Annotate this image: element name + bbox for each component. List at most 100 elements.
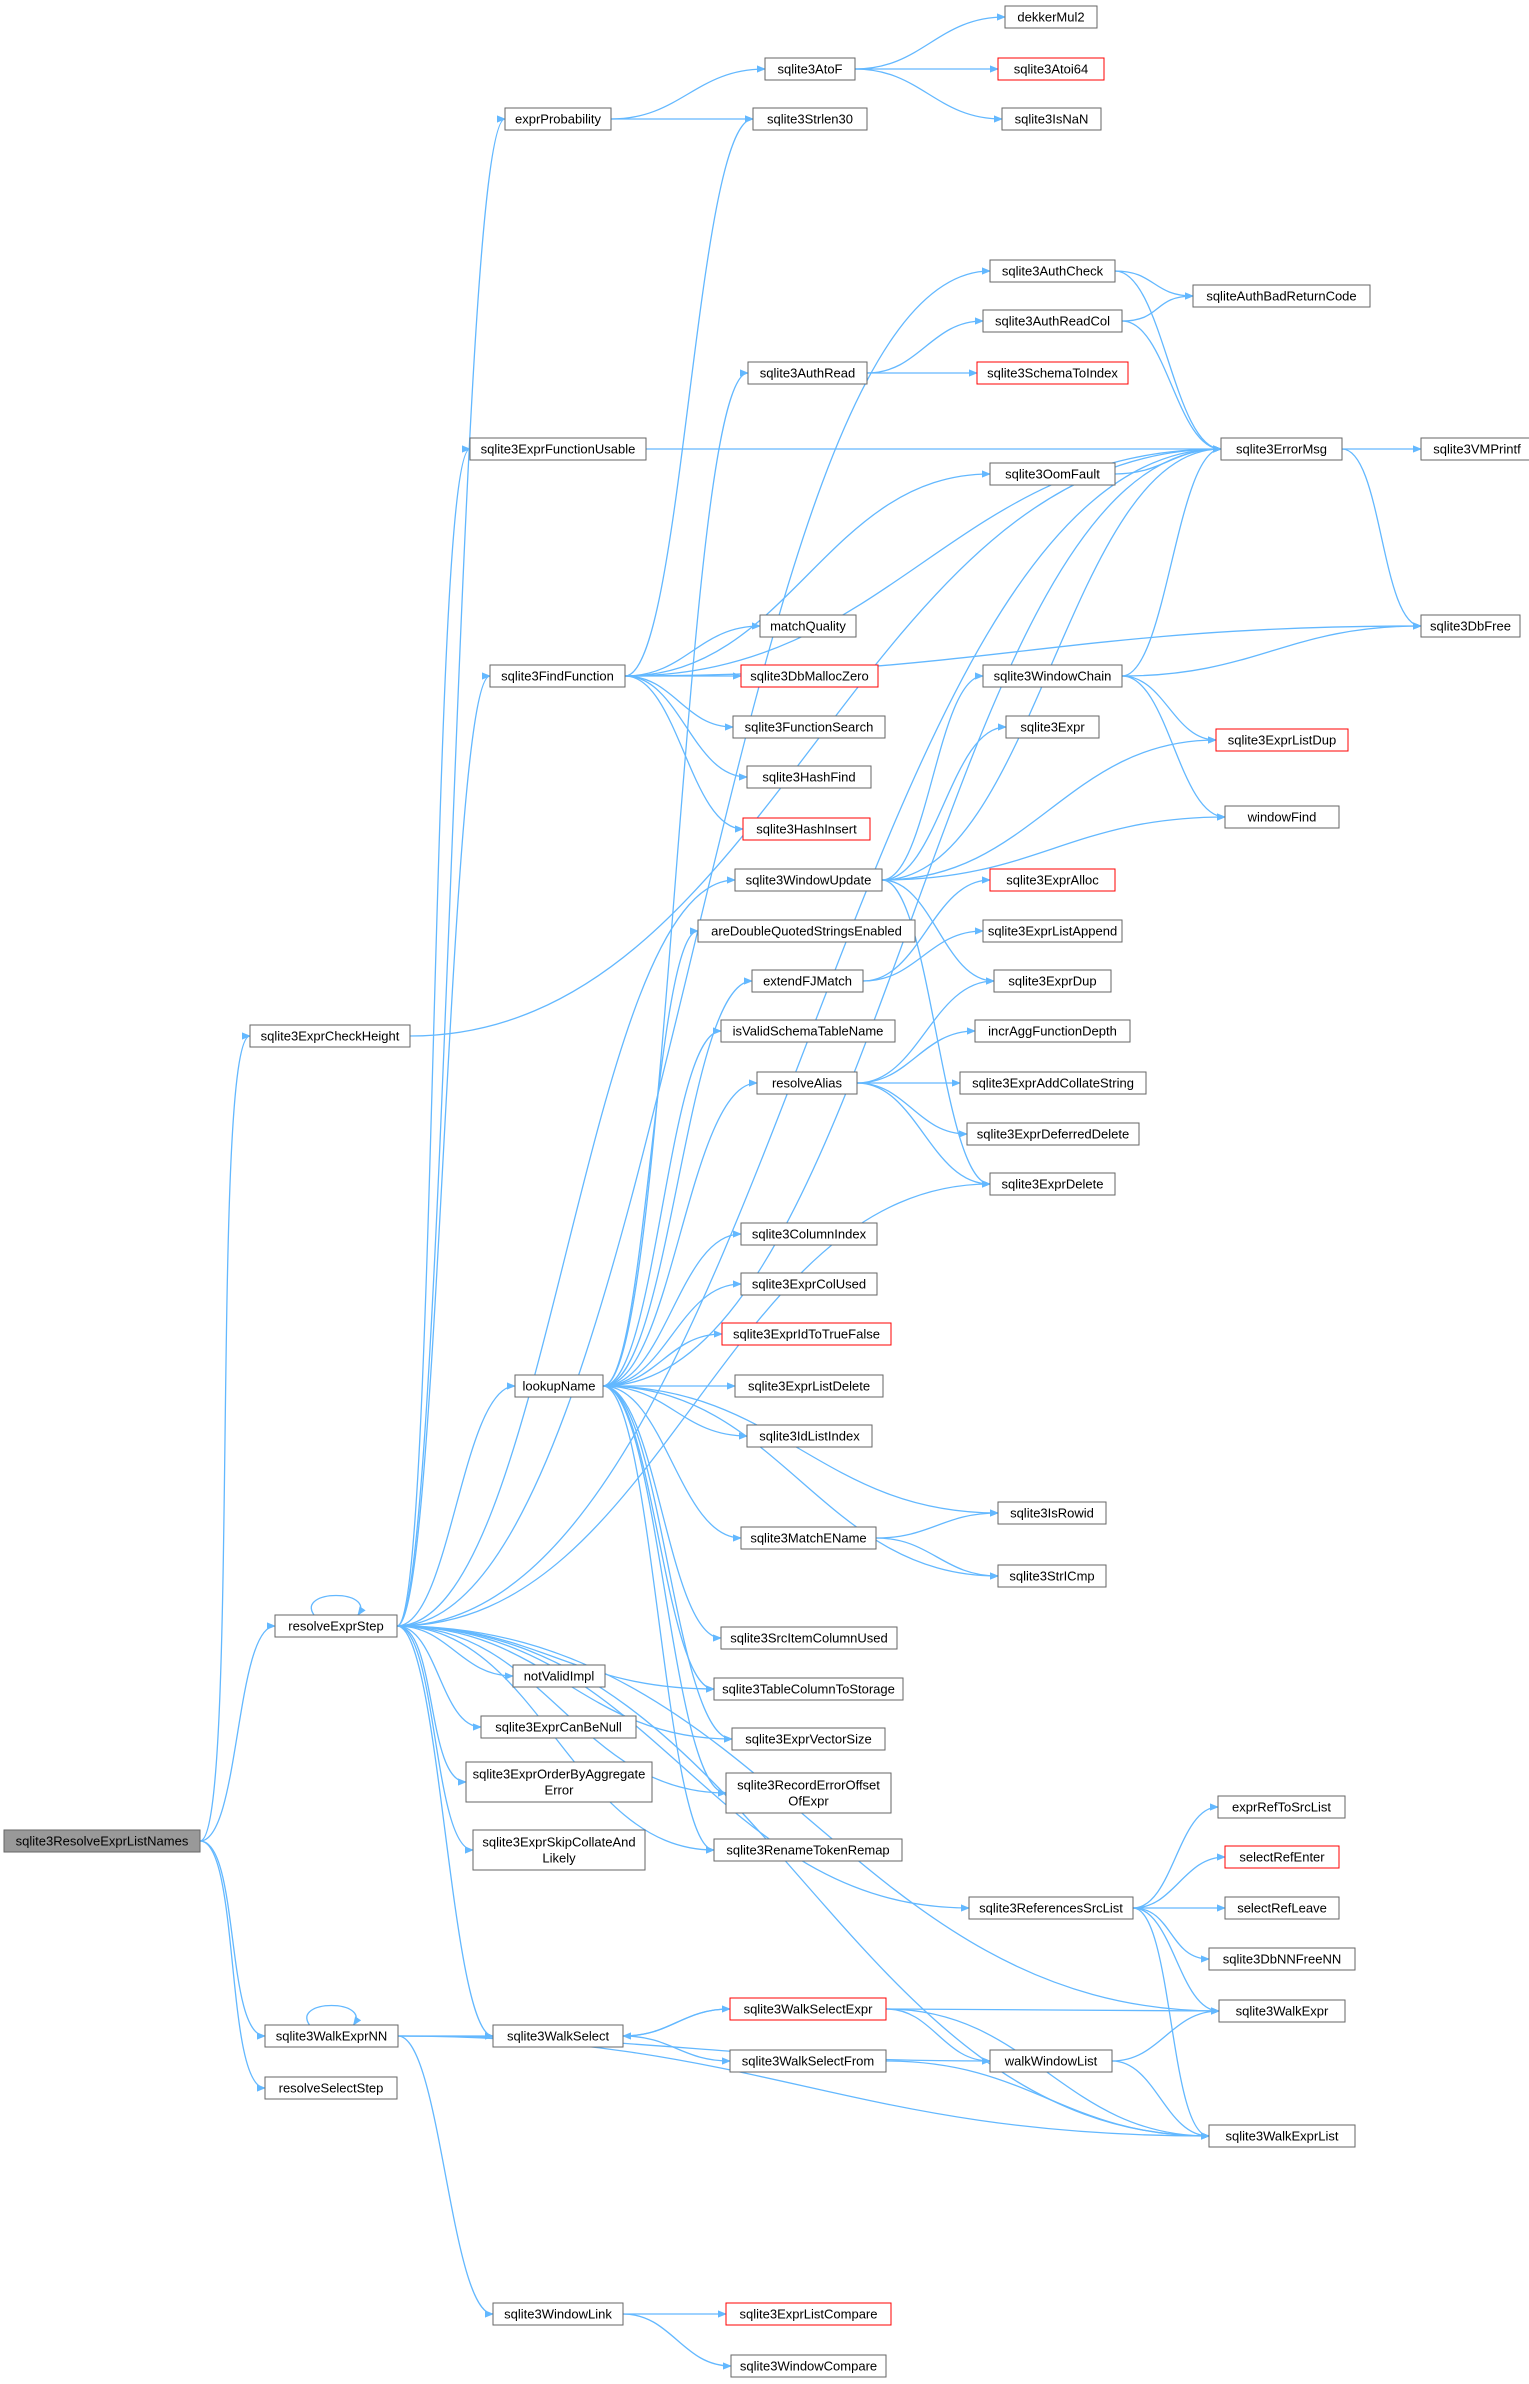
node-label: sqlite3WalkExprList [1226,2129,1339,2144]
node-checkHeight[interactable]: sqlite3ExprCheckHeight [249,1024,411,1048]
node-isRowid[interactable]: sqlite3IsRowid [997,1501,1107,1525]
node-walkExprNN[interactable]: sqlite3WalkExprNN [264,2024,399,2048]
node-exprListDelete[interactable]: sqlite3ExprListDelete [734,1374,884,1398]
node-incrAgg[interactable]: incrAggFunctionDepth [974,1019,1131,1043]
edge-windowUpdate-to-exprDelete [881,879,991,1188]
node-label: sqlite3ReferencesSrcList [979,1901,1123,1916]
node-extendFJMatch[interactable]: extendFJMatch [751,969,864,993]
node-label: sqlite3SrcItemColumnUsed [730,1631,888,1646]
node-exprDelete[interactable]: sqlite3ExprDelete [989,1172,1116,1196]
node-resolveExprStep[interactable]: resolveExprStep [274,1614,398,1638]
node-deferredDelete[interactable]: sqlite3ExprDeferredDelete [966,1122,1140,1146]
node-walkExpr[interactable]: sqlite3WalkExpr [1218,1999,1346,2023]
node-label: sqlite3WindowChain [994,669,1112,684]
node-errorMsg[interactable]: sqlite3ErrorMsg [1220,437,1343,461]
node-box [274,1614,398,1638]
node-atoi64[interactable]: sqlite3Atoi64 [997,57,1105,81]
node-notValidImpl[interactable]: notValidImpl [512,1664,606,1688]
node-label: OfExpr [788,1794,829,1809]
node-windowChain[interactable]: sqlite3WindowChain [982,664,1123,688]
node-box [764,57,856,81]
node-matchQuality[interactable]: matchQuality [759,614,857,638]
node-authReadCol[interactable]: sqlite3AuthReadCol [982,309,1123,333]
node-walkExprList[interactable]: sqlite3WalkExprList [1208,2124,1356,2148]
node-windowFind[interactable]: windowFind [1224,805,1340,829]
node-exprColUsed[interactable]: sqlite3ExprColUsed [740,1272,878,1296]
node-isValidSchema[interactable]: isValidSchemaTableName [720,1019,896,1043]
node-box [264,2076,398,2100]
node-label: resolveAlias [772,1076,843,1091]
node-windowCompare[interactable]: sqlite3WindowCompare [730,2354,887,2378]
node-exprDup[interactable]: sqlite3ExprDup [993,969,1112,993]
node-exprListCompare[interactable]: sqlite3ExprListCompare [725,2302,892,2326]
node-tableColToStorage[interactable]: sqlite3TableColumnToStorage [713,1677,904,1701]
node-srcItemColUsed[interactable]: sqlite3SrcItemColumnUsed [720,1626,898,1650]
node-vectorSize[interactable]: sqlite3ExprVectorSize [731,1727,886,1751]
node-authRead[interactable]: sqlite3AuthRead [747,361,868,385]
node-windowLink[interactable]: sqlite3WindowLink [492,2302,624,2326]
node-schemaToIndex[interactable]: sqlite3SchemaToIndex [976,361,1129,385]
node-label: sqlite3ExprListDup [1228,733,1336,748]
node-findFunction[interactable]: sqlite3FindFunction [489,664,626,688]
node-walkSelect[interactable]: sqlite3WalkSelect [492,2024,624,2048]
node-dekkerMul2[interactable]: dekkerMul2 [1004,5,1098,29]
node-functionSearch[interactable]: sqlite3FunctionSearch [732,715,886,739]
node-selectRefLeave[interactable]: selectRefLeave [1224,1896,1340,1920]
node-hashInsert[interactable]: sqlite3HashInsert [742,817,871,841]
node-selectRefEnter[interactable]: selectRefEnter [1224,1845,1340,1869]
node-resolveSelectStep[interactable]: resolveSelectStep [264,2076,398,2100]
node-strICmp[interactable]: sqlite3StrICmp [997,1564,1107,1588]
node-funcUsable[interactable]: sqlite3ExprFunctionUsable [469,437,647,461]
node-exprListDup[interactable]: sqlite3ExprListDup [1215,728,1349,752]
node-box [1208,2124,1356,2148]
node-walkWindowList[interactable]: walkWindowList [989,2049,1113,2073]
node-authBadReturn[interactable]: sqliteAuthBadReturnCode [1192,284,1371,308]
edge-lookupName-to-authRead [602,369,749,1387]
node-label: sqlite3WalkExpr [1236,2004,1329,2019]
node-atoF[interactable]: sqlite3AtoF [764,57,856,81]
node-dbNNFreeNN[interactable]: sqlite3DbNNFreeNN [1208,1947,1356,1971]
node-label: sqlite3IsNaN [1015,112,1089,127]
node-oomFault[interactable]: sqlite3OomFault [989,462,1116,486]
node-exprAlloc[interactable]: sqlite3ExprAlloc [989,868,1116,892]
node-box [1218,1999,1346,2023]
node-dbFree[interactable]: sqlite3DbFree [1420,614,1521,638]
node-exprProbability[interactable]: exprProbability [504,107,612,131]
node-idListIndex[interactable]: sqlite3IdListIndex [746,1424,873,1448]
node-hashFind[interactable]: sqlite3HashFind [746,765,872,789]
node-box [480,1715,637,1739]
node-label: selectRefEnter [1239,1850,1325,1865]
node-sqlite3Expr[interactable]: sqlite3Expr [1005,715,1100,739]
node-walkSelectExpr[interactable]: sqlite3WalkSelectExpr [729,1997,887,2021]
node-idToTrueFalse[interactable]: sqlite3ExprIdToTrueFalse [721,1322,892,1346]
node-root[interactable]: sqlite3ResolveExprListNames [3,1829,201,1853]
node-walkSelectFrom[interactable]: sqlite3WalkSelectFrom [729,2049,887,2073]
node-resolveAlias[interactable]: resolveAlias [756,1071,858,1095]
node-dbMallocZero[interactable]: sqlite3DbMallocZero [740,664,879,688]
node-lookupName[interactable]: lookupName [514,1374,604,1398]
node-vmPrintf[interactable]: sqlite3VMPrintf [1420,437,1529,461]
node-matchEName[interactable]: sqlite3MatchEName [740,1526,877,1550]
edge-lookupName-to-exprColUsed [602,1280,742,1387]
node-windowUpdate[interactable]: sqlite3WindowUpdate [734,868,883,892]
node-exprRefToSrcList[interactable]: exprRefToSrcList [1217,1795,1346,1819]
node-renameTokenRemap[interactable]: sqlite3RenameTokenRemap [713,1838,903,1862]
node-strlen30[interactable]: sqlite3Strlen30 [752,107,868,131]
node-refsSrcList[interactable]: sqlite3ReferencesSrcList [968,1896,1134,1920]
edge-lookupName-to-idToTrueFalse [602,1330,723,1387]
edge-root-to-resolveSelectStep [199,1840,266,2092]
node-exprListAppend[interactable]: sqlite3ExprListAppend [982,919,1123,943]
node-box [492,2302,624,2326]
node-authCheck[interactable]: sqlite3AuthCheck [989,259,1116,283]
node-areDQS[interactable]: areDoubleQuotedStringsEnabled [697,919,916,943]
node-columnIndex[interactable]: sqlite3ColumnIndex [740,1222,878,1246]
node-isNaN[interactable]: sqlite3IsNaN [1001,107,1102,131]
node-canBeNull[interactable]: sqlite3ExprCanBeNull [480,1715,637,1739]
edge-lookupName-to-isValidSchema [602,1027,722,1387]
node-addCollate[interactable]: sqlite3ExprAddCollateString [959,1071,1147,1095]
node-box [982,919,1123,943]
node-label: isValidSchemaTableName [733,1024,884,1039]
